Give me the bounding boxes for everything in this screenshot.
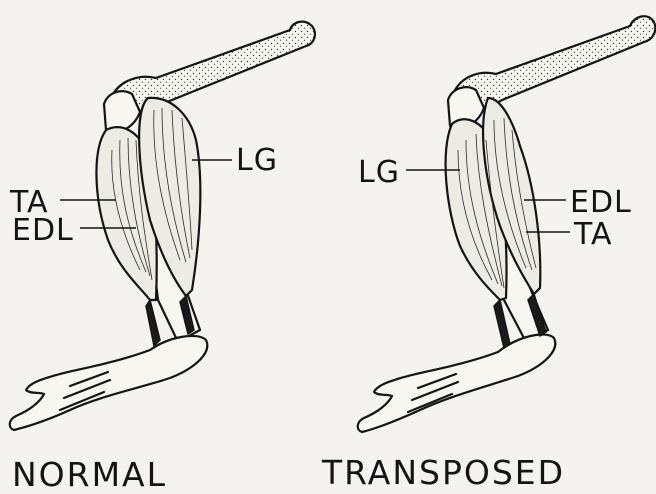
normal-foot bbox=[10, 336, 208, 430]
normal-femur bbox=[112, 22, 315, 113]
transposed-femur bbox=[454, 16, 655, 109]
normal-caption: NORMAL bbox=[12, 455, 167, 494]
transposed-edl-label: EDL bbox=[570, 185, 632, 220]
transposed-caption: TRANSPOSED bbox=[321, 453, 565, 492]
normal-edl-label: EDL bbox=[12, 213, 74, 248]
normal-lg-label: LG bbox=[236, 143, 278, 178]
normal-knee bbox=[104, 91, 140, 132]
transposed-lg-label: LG bbox=[358, 155, 400, 190]
transposed-ta-label: TA bbox=[573, 217, 613, 252]
